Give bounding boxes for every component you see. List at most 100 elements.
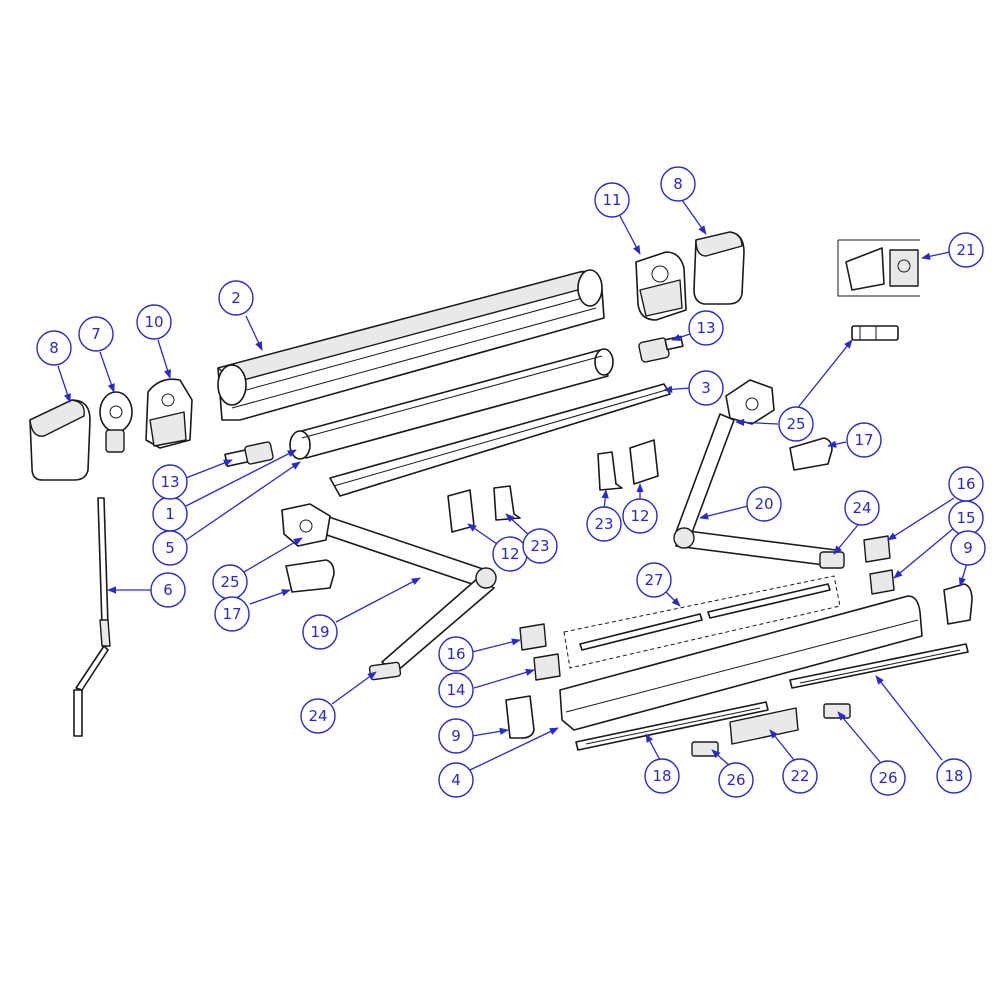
callout-8b: 8: [660, 166, 696, 202]
callout-8a: 8: [36, 330, 72, 366]
left-arm: [311, 513, 497, 673]
callout-13b: 13: [688, 310, 724, 346]
callout-5: 5: [152, 530, 188, 566]
callout-17a-label: 17: [222, 605, 241, 623]
leader-13a: [185, 459, 233, 479]
callout-10-label: 10: [144, 313, 163, 331]
callout-20: 20: [746, 486, 782, 522]
leader-22: [769, 729, 795, 761]
rail-clip-right: [823, 703, 851, 719]
tension-rods-box: [563, 575, 841, 669]
callout-3-label: 3: [701, 379, 711, 397]
leader-23a: [505, 513, 531, 537]
callout-9b: 9: [438, 718, 474, 754]
sliding-rail-right: [789, 643, 969, 689]
callout-24b: 24: [844, 490, 880, 526]
callout-1: 1: [152, 496, 188, 532]
callout-12a-label: 12: [500, 545, 519, 563]
front-cover-profile: [217, 269, 605, 421]
callout-18b: 18: [936, 758, 972, 794]
callout-21: 21: [948, 232, 984, 268]
leader-10: [157, 339, 172, 379]
end-block-left-16: [519, 623, 547, 651]
callout-8b-label: 8: [673, 175, 683, 193]
center-joiner: [729, 707, 799, 745]
callout-14-label: 14: [446, 681, 465, 699]
callout-24a: 24: [300, 698, 336, 734]
callout-2-label: 2: [231, 289, 241, 307]
leader-8a: [57, 365, 71, 403]
leader-16b: [887, 497, 955, 541]
leader-8b: [681, 199, 707, 235]
leader-16a: [471, 638, 521, 653]
callout-25a-label: 25: [220, 573, 239, 591]
callout-13a-label: 13: [160, 473, 179, 491]
callout-18b-label: 18: [944, 767, 963, 785]
callout-23a: 23: [522, 528, 558, 564]
leader-20: [699, 505, 749, 520]
callout-14: 14: [438, 672, 474, 708]
spring-clip-right: [597, 451, 623, 491]
leader-19: [335, 577, 421, 623]
callout-6-label: 6: [163, 581, 173, 599]
callout-23b: 23: [586, 506, 622, 542]
callout-9b-label: 9: [451, 727, 461, 745]
leader-21: [921, 251, 951, 260]
callout-16a: 16: [438, 636, 474, 672]
callout-19-label: 19: [310, 623, 329, 641]
leader-7: [99, 351, 115, 393]
leader-25c: [795, 339, 853, 411]
leader-26b: [837, 711, 881, 763]
callout-27-label: 27: [644, 571, 663, 589]
callout-3: 3: [688, 370, 724, 406]
sliding-rail-left: [575, 701, 769, 751]
callout-19: 19: [302, 614, 338, 650]
callout-18a-label: 18: [652, 767, 671, 785]
leader-2: [245, 315, 263, 351]
clip-plate-right: [629, 439, 659, 485]
roller-tube: [289, 348, 614, 460]
callout-2: 2: [218, 280, 254, 316]
callout-8a-label: 8: [49, 339, 59, 357]
callout-25b: 25: [778, 406, 814, 442]
callout-23b-label: 23: [594, 515, 613, 533]
hinge-pin-assembly: [851, 325, 899, 341]
leader-26a: [711, 749, 731, 767]
end-cap-left: [29, 399, 91, 481]
callout-26a-label: 26: [726, 771, 745, 789]
callout-13a: 13: [152, 464, 188, 500]
front-bar-end-cap-right: [943, 583, 973, 625]
leader-1: [185, 449, 297, 507]
callouts: 2 3 1 5 13 13 8 8 7 10 11 21 6 25 25 17 …: [36, 166, 986, 798]
callout-9a-label: 9: [963, 539, 973, 557]
callout-20-label: 20: [754, 495, 773, 513]
leader-5: [185, 461, 301, 541]
arm-end-fitting-right: [819, 551, 845, 569]
leader-17b: [827, 440, 847, 448]
end-cap-right: [693, 231, 745, 305]
callout-24b-label: 24: [852, 499, 871, 517]
leader-13b: [671, 333, 691, 341]
callout-15-label: 15: [956, 509, 975, 527]
weather-strip: [329, 383, 671, 497]
leader-4: [469, 727, 559, 771]
callout-4: 4: [438, 762, 474, 798]
callout-16b-label: 16: [956, 475, 975, 493]
callout-26b-label: 26: [878, 769, 897, 787]
callout-17b-label: 17: [854, 431, 873, 449]
callout-23a-label: 23: [530, 537, 549, 555]
callout-27: 27: [636, 562, 672, 598]
right-gear-mechanism: [635, 251, 687, 321]
leader-25b: [735, 418, 779, 427]
leader-3: [663, 385, 691, 394]
winding-housing: [145, 378, 193, 449]
parts-layer: [29, 231, 973, 757]
shoulder-bracket-left: [281, 503, 331, 547]
leader-18b: [875, 675, 943, 761]
callout-22: 22: [782, 758, 818, 794]
callout-17a: 17: [214, 596, 250, 632]
callout-12b-label: 12: [630, 507, 649, 525]
callout-25b-label: 25: [786, 415, 805, 433]
callout-11: 11: [594, 182, 630, 218]
